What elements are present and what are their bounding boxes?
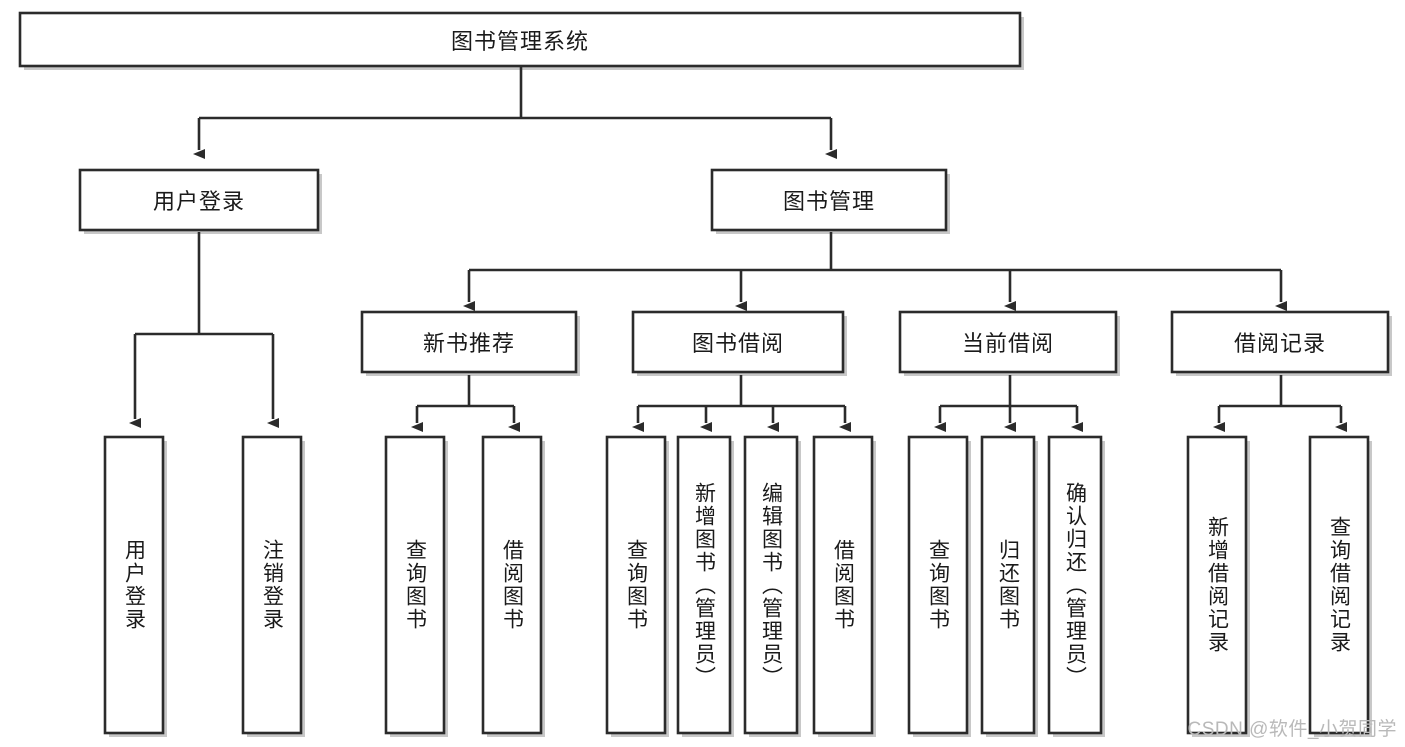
leaf-borrow-record-0[interactable] xyxy=(1186,435,1248,735)
node-book-borrow[interactable] xyxy=(631,310,845,374)
leaf-book-borrow-2[interactable] xyxy=(743,435,799,735)
node-new-book-recommend[interactable] xyxy=(360,310,578,374)
node-root[interactable] xyxy=(18,11,1022,68)
node-book-management[interactable] xyxy=(710,168,948,232)
leaf-user-login-1[interactable] xyxy=(241,435,303,735)
node-borrow-record[interactable] xyxy=(1170,310,1390,374)
leaf-book-borrow-0[interactable] xyxy=(605,435,667,735)
csdn-watermark: CSDN @软件_小贺同学 xyxy=(1187,719,1397,740)
leaf-new-book-1[interactable] xyxy=(481,435,543,735)
node-user-login[interactable] xyxy=(78,168,320,232)
connectors xyxy=(129,66,1347,432)
node-boxes xyxy=(18,11,1390,735)
leaf-current-borrow-2[interactable] xyxy=(1047,435,1103,735)
leaf-current-borrow-1[interactable] xyxy=(980,435,1036,735)
node-current-borrow[interactable] xyxy=(898,310,1118,374)
leaf-user-login-0[interactable] xyxy=(103,435,165,735)
leaf-new-book-0[interactable] xyxy=(384,435,446,735)
leaf-borrow-record-1[interactable] xyxy=(1308,435,1370,735)
leaf-book-borrow-3[interactable] xyxy=(812,435,874,735)
leaf-current-borrow-0[interactable] xyxy=(907,435,969,735)
leaf-book-borrow-1[interactable] xyxy=(676,435,732,735)
